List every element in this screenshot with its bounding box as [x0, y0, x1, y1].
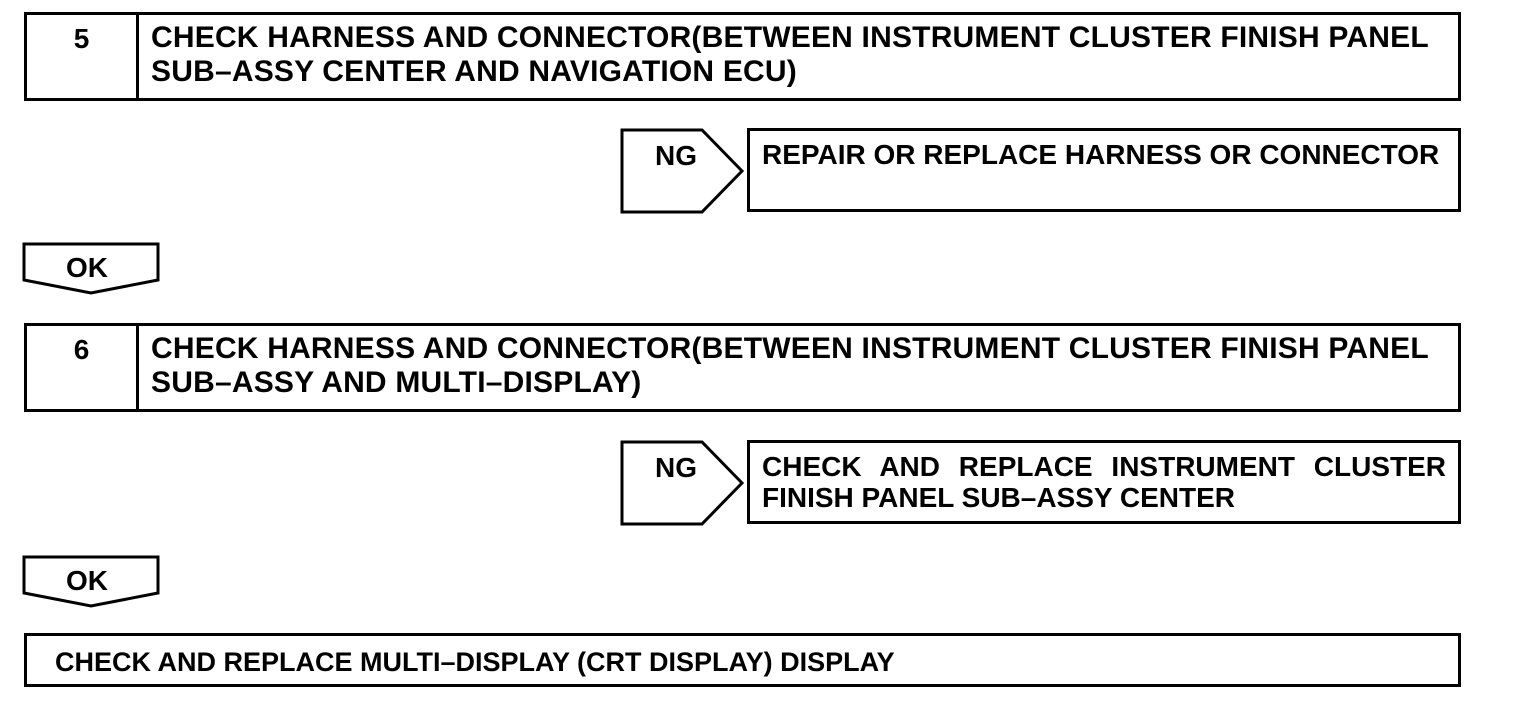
ng-label: NG [655, 140, 697, 171]
ok-label: OK [66, 565, 108, 596]
ng-result-box: REPAIR OR REPLACE HARNESS OR CONNECTOR [747, 128, 1461, 212]
step-6-box: 6 CHECK HARNESS AND CONNECTOR(BETWEEN IN… [24, 323, 1461, 412]
final-action-text: CHECK AND REPLACE MULTI–DISPLAY (CRT DIS… [55, 647, 895, 677]
ok-arrow-shape [22, 242, 160, 295]
ng-result-text: REPAIR OR REPLACE HARNESS OR CONNECTOR [762, 139, 1440, 170]
ng-arrow-shape [620, 128, 745, 214]
step-description: CHECK HARNESS AND CONNECTOR(BETWEEN INST… [151, 332, 1429, 399]
step-description: CHECK HARNESS AND CONNECTOR(BETWEEN INST… [151, 21, 1429, 88]
ng-label: NG [655, 452, 697, 483]
ok-arrow-shape [22, 555, 160, 608]
step-number: 6 [27, 326, 139, 409]
step-5-box: 5 CHECK HARNESS AND CONNECTOR(BETWEEN IN… [24, 12, 1461, 101]
ng-result-text: CHECK AND REPLACE INSTRUMENT CLUSTER FIN… [762, 451, 1446, 513]
final-action-box: CHECK AND REPLACE MULTI–DISPLAY (CRT DIS… [24, 633, 1461, 687]
step-number: 5 [27, 15, 139, 98]
ng-arrow-shape [620, 440, 745, 526]
ok-label: OK [66, 252, 108, 283]
ng-result-box: CHECK AND REPLACE INSTRUMENT CLUSTER FIN… [747, 440, 1461, 524]
